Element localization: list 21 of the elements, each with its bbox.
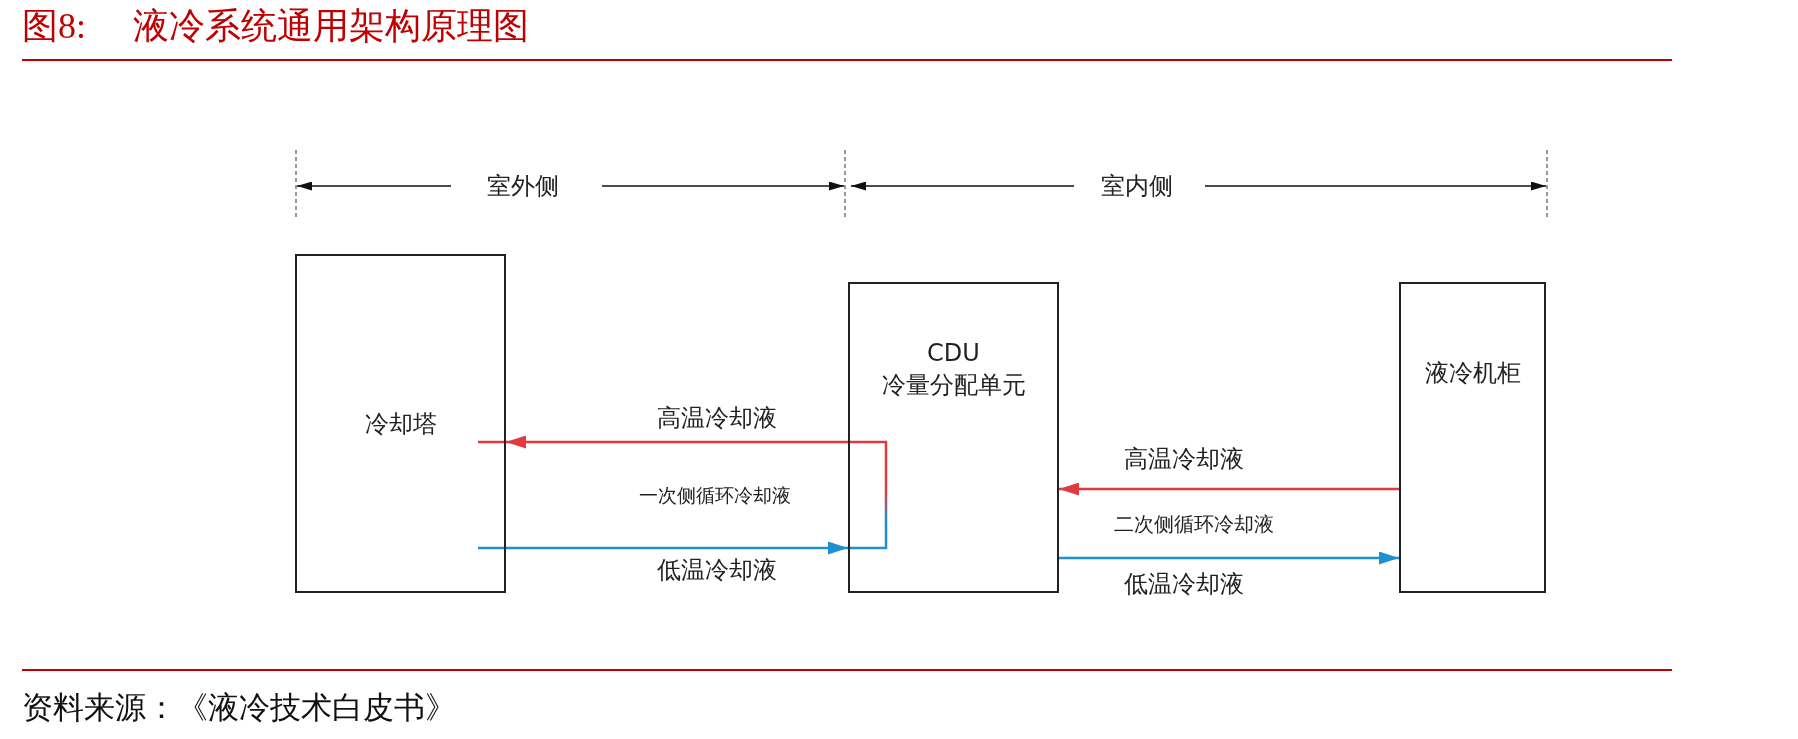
node-subtitle: 冷量分配单元 — [881, 370, 1026, 401]
zone-label: 室内侧 — [1101, 171, 1173, 201]
cabinet-box — [1399, 282, 1546, 593]
zone-label: 室外侧 — [487, 171, 559, 201]
edge-label: 低温冷却液 — [1124, 569, 1244, 599]
node-title: CDU — [927, 338, 980, 369]
edge-label: 高温冷却液 — [1124, 444, 1244, 474]
loop-label: 二次侧循环冷却液 — [1114, 511, 1274, 537]
cdu-box — [848, 282, 1059, 593]
source-note: 资料来源：《液冷技术白皮书》 — [22, 689, 456, 727]
node-label: 冷却塔 — [364, 408, 437, 440]
arrow — [506, 541, 848, 555]
loop-label: 一次侧循环冷却液 — [639, 484, 791, 508]
cooling-tower-box — [295, 254, 506, 593]
edge-label: 低温冷却液 — [657, 555, 777, 585]
arrow — [506, 435, 848, 449]
edge-label: 高温冷却液 — [657, 403, 777, 433]
figure-title: 图8: 液冷系统通用架构原理图 — [22, 5, 529, 48]
arrow — [1059, 551, 1399, 565]
arrow — [1059, 482, 1399, 496]
node-label: 液冷机柜 — [1424, 358, 1521, 389]
